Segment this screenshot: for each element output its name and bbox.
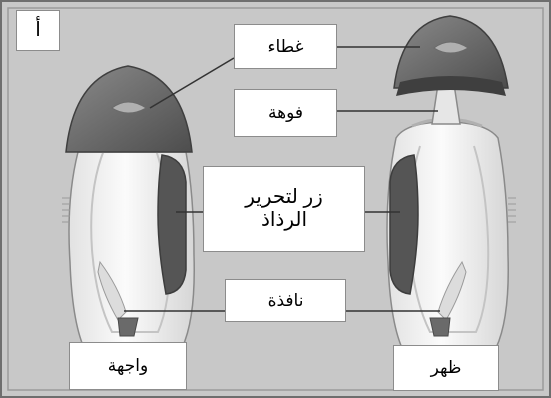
label-back: ظهر	[393, 345, 499, 391]
device-front-window	[117, 317, 139, 337]
leader-lines	[124, 46, 440, 312]
device-back-cap-emboss	[433, 41, 469, 54]
device-back-button	[389, 154, 419, 295]
panel-letter: أ	[16, 10, 60, 51]
label-release-button: زر لتحرير الرذاذ	[203, 166, 365, 252]
label-cover: غطاء	[234, 24, 337, 69]
label-window: نافذة	[225, 279, 346, 322]
device-back	[386, 15, 516, 349]
label-nozzle: فوهة	[234, 89, 337, 137]
device-back-cap-rim	[396, 76, 506, 96]
device-front	[62, 65, 195, 349]
device-back-window	[429, 317, 451, 337]
device-front-button	[157, 154, 187, 295]
inner-frame	[7, 7, 544, 391]
device-back-grip	[508, 197, 516, 223]
device-front-cap-emboss	[111, 101, 147, 114]
device-front-grip	[62, 197, 70, 223]
label-front: واجهة	[69, 342, 187, 390]
